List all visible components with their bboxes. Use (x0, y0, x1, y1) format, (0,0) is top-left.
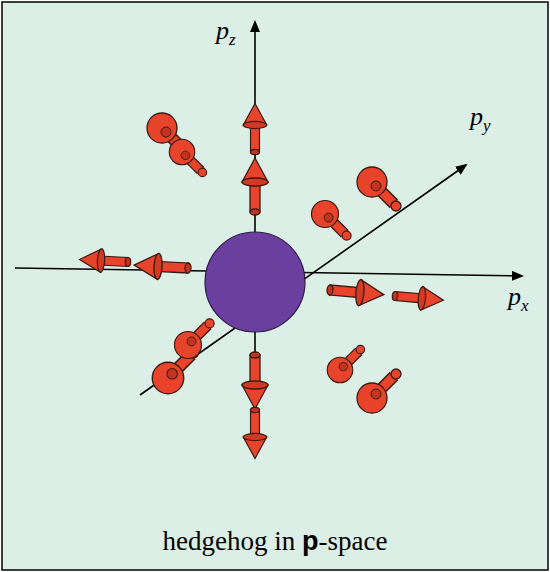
axis-label: px (508, 284, 529, 314)
axis-label: pz (216, 18, 236, 48)
axis-label: py (470, 104, 491, 134)
caption: hedgehog in p-space (163, 528, 388, 555)
